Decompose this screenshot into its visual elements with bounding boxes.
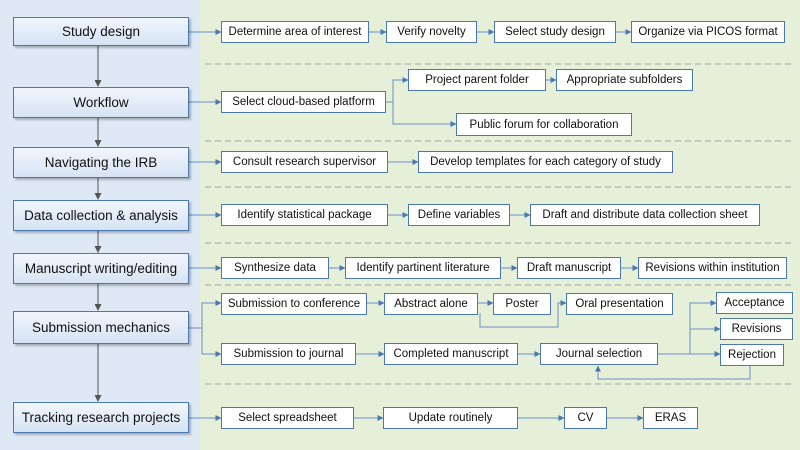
step-abstract-alone: Abstract alone <box>384 293 478 315</box>
step-poster: Poster <box>493 293 551 315</box>
step-identify-literature: Identify partinent literature <box>345 257 501 279</box>
step-revisions: Revisions <box>720 318 793 340</box>
stage-navigating-irb: Navigating the IRB <box>13 147 189 178</box>
step-select-spreadsheet: Select spreadsheet <box>221 407 354 429</box>
step-define-variables: Define variables <box>408 204 510 226</box>
step-cv: CV <box>564 407 607 429</box>
step-organize-picos: Organize via PICOS format <box>631 21 785 43</box>
step-select-study-design: Select study design <box>494 21 616 43</box>
step-synthesize-data: Synthesize data <box>221 257 329 279</box>
step-public-forum: Public forum for collaboration <box>456 113 632 136</box>
stage-data-collection: Data collection & analysis <box>13 200 189 231</box>
stage-workflow: Workflow <box>13 87 189 118</box>
step-verify-novelty: Verify novelty <box>386 21 477 43</box>
step-journal-selection: Journal selection <box>540 343 658 365</box>
step-project-parent-folder: Project parent folder <box>408 69 546 91</box>
step-revisions-institution: Revisions within institution <box>638 257 787 279</box>
step-submission-conference: Submission to conference <box>221 293 367 315</box>
step-draft-manuscript: Draft manuscript <box>517 257 621 279</box>
step-identify-statistical-package: Identify statistical package <box>221 204 388 226</box>
step-draft-data-sheet: Draft and distribute data collection she… <box>530 204 760 226</box>
step-acceptance: Acceptance <box>716 292 793 314</box>
step-update-routinely: Update routinely <box>383 407 518 429</box>
step-oral-presentation: Oral presentation <box>566 293 673 315</box>
step-submission-journal: Submission to journal <box>221 343 356 365</box>
step-completed-manuscript: Completed manuscript <box>384 343 518 365</box>
step-rejection: Rejection <box>720 344 784 366</box>
step-eras: ERAS <box>643 407 698 429</box>
stage-submission-mechanics: Submission mechanics <box>13 311 189 344</box>
step-determine-area: Determine area of interest <box>221 21 369 43</box>
stage-tracking-projects: Tracking research projects <box>13 402 189 433</box>
step-consult-supervisor: Consult research supervisor <box>221 151 388 173</box>
step-develop-templates: Develop templates for each category of s… <box>418 151 673 173</box>
stage-manuscript-writing: Manuscript writing/editing <box>13 253 189 284</box>
stage-study-design: Study design <box>13 17 189 46</box>
step-appropriate-subfolders: Appropriate subfolders <box>556 69 693 91</box>
step-select-cloud-platform: Select cloud-based platform <box>221 91 386 113</box>
